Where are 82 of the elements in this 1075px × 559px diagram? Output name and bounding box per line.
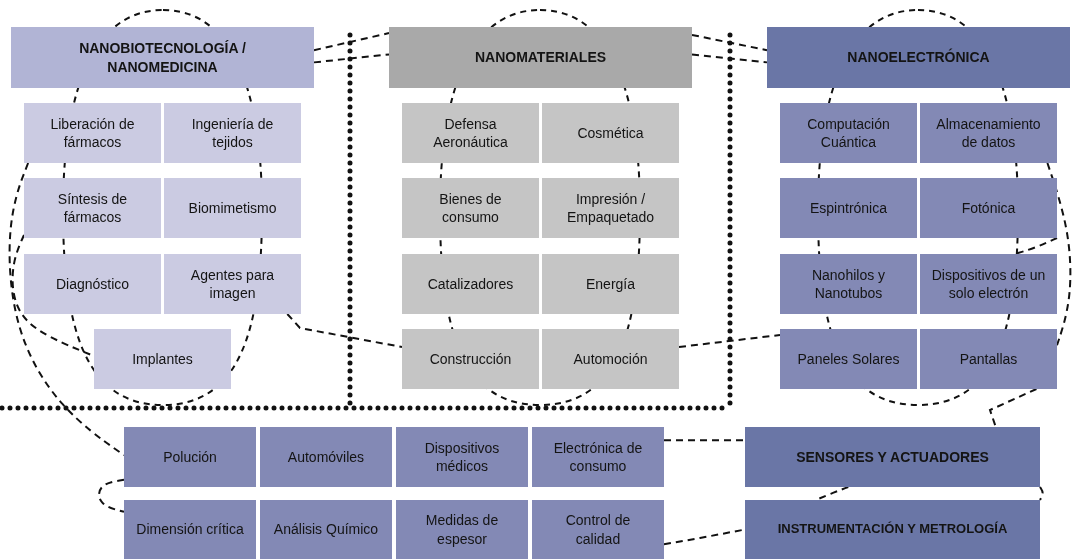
application-box — [402, 103, 539, 163]
node-label: Almacenamiento de datos — [935, 114, 1042, 152]
application-box — [24, 254, 161, 314]
application-box — [920, 254, 1057, 314]
application-box — [164, 103, 301, 163]
node-label: Medidas de espesor — [424, 511, 500, 548]
application-box — [780, 103, 917, 163]
application-box — [396, 427, 528, 487]
node-label: SENSORES Y ACTUADORES — [796, 447, 989, 467]
connector-line — [691, 53, 768, 64]
node-label: Espintrónica — [809, 198, 887, 218]
node-label: Biomimetismo — [188, 198, 277, 218]
application-box — [542, 329, 679, 389]
application-box — [402, 254, 539, 314]
node-label: Análisis Químico — [273, 520, 379, 539]
application-box — [124, 427, 256, 487]
application-box — [542, 254, 679, 314]
connector-line — [663, 439, 746, 442]
application-box — [396, 500, 528, 559]
category-header-box — [389, 27, 692, 88]
node-label: Energía — [585, 274, 635, 294]
connector-line — [286, 313, 403, 348]
connector-line — [678, 334, 781, 348]
application-box — [402, 178, 539, 238]
node-label: Liberación de fármacos — [49, 114, 136, 152]
node-label: Automoción — [573, 349, 648, 369]
node-label: Nanohilos y Nanotubos — [810, 265, 887, 303]
node-label: Dispositivos de un solo electrón — [930, 265, 1047, 303]
node-label: Polución — [163, 447, 217, 467]
application-box — [532, 500, 664, 559]
application-box — [24, 103, 161, 163]
node-label: Catalizadores — [427, 274, 514, 294]
application-box — [402, 329, 539, 389]
node-label: Implantes — [132, 349, 193, 369]
node-label: Bienes de consumo — [438, 189, 503, 227]
connector-line — [313, 53, 390, 64]
node-label: Dispositivos médicos — [423, 438, 501, 476]
application-box — [532, 427, 664, 487]
category-header-box — [11, 27, 314, 88]
application-box — [124, 500, 256, 559]
connector-line — [988, 388, 1038, 428]
node-label: NANOMATERIALES — [474, 48, 607, 67]
application-box — [24, 178, 161, 238]
node-label: Automóviles — [287, 447, 365, 467]
connector-line — [98, 478, 125, 513]
node-label: Agentes para imagen — [189, 265, 276, 303]
application-box — [920, 103, 1057, 163]
node-label: Impresión / Empaquetado — [565, 189, 656, 227]
node-label: Dimensión crítica — [136, 520, 244, 539]
node-label: Pantallas — [959, 349, 1018, 369]
node-label: Cosmética — [577, 123, 644, 143]
node-label: Paneles Solares — [797, 349, 900, 369]
node-label: Computación Cuántica — [806, 114, 891, 152]
application-box — [542, 178, 679, 238]
category-header-box — [767, 27, 1070, 88]
connector-line — [313, 32, 390, 52]
application-box — [780, 178, 917, 238]
application-box — [260, 500, 392, 559]
application-box — [542, 103, 679, 163]
node-label: Construcción — [429, 349, 512, 369]
category-header-box — [745, 427, 1040, 487]
connector-line — [691, 33, 768, 52]
application-box — [94, 329, 231, 389]
application-box — [260, 427, 392, 487]
node-label: Fotónica — [961, 198, 1016, 218]
node-label: Defensa Aeronáutica — [432, 114, 509, 152]
application-box — [920, 178, 1057, 238]
category-header-box — [745, 500, 1040, 559]
node-label: INSTRUMENTACIÓN Y METROLOGÍA — [777, 521, 1008, 538]
application-box — [780, 329, 917, 389]
connector-line — [1039, 486, 1044, 501]
node-label: NANOELECTRÓNICA — [847, 48, 990, 67]
node-label: Ingeniería de tejidos — [190, 114, 275, 152]
node-label: Síntesis de fármacos — [56, 189, 129, 227]
node-label: Control de calidad — [564, 511, 632, 548]
application-box — [780, 254, 917, 314]
application-box — [164, 178, 301, 238]
node-label: Electrónica de consumo — [552, 438, 644, 476]
application-box — [920, 329, 1057, 389]
node-label: NANOBIOTECNOLOGÍA / NANOMEDICINA — [78, 39, 247, 76]
application-box — [164, 254, 301, 314]
node-label: Diagnóstico — [55, 274, 130, 294]
